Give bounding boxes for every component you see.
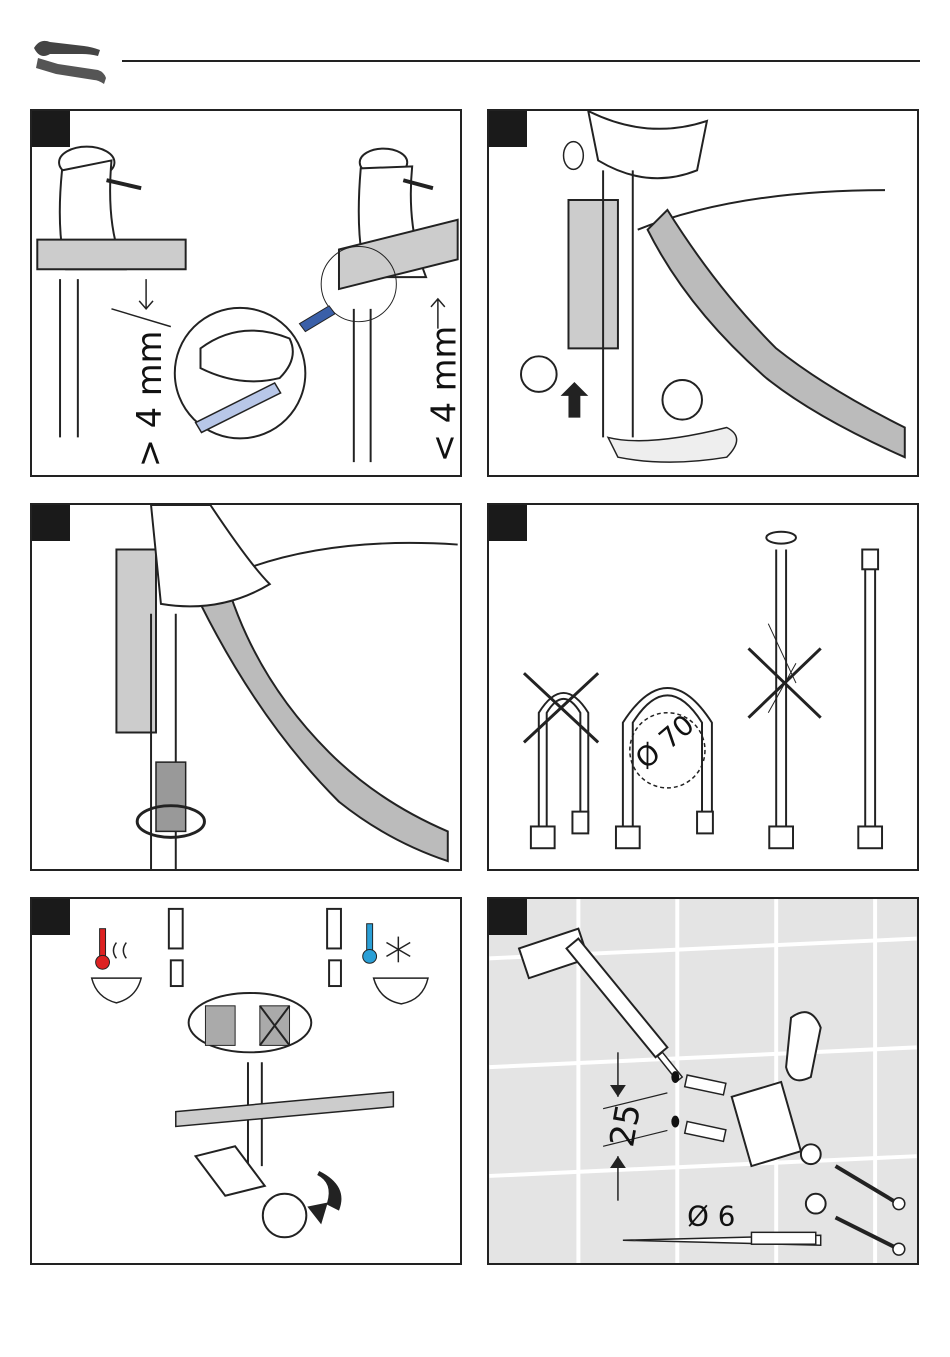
panel-step-5 (30, 897, 462, 1265)
panel-step-6: 25 Ø 6 (487, 897, 919, 1265)
bend-diameter-label: Ø 70 (629, 708, 701, 776)
drill-diameter-label: Ø 6 (687, 1199, 735, 1232)
panel-5-illustration (32, 899, 460, 1263)
panel-1-illustration: > 4 mm < 4 mm (32, 111, 460, 475)
panel-2-illustration (489, 111, 917, 475)
panel-step-4: Ø 70 (487, 503, 919, 871)
thermometer-hot-icon (96, 929, 110, 970)
panel-step-3 (30, 503, 462, 871)
left-dimension-label: > 4 mm (130, 331, 169, 467)
panel-step-2 (487, 109, 919, 477)
panel-6-illustration: 25 Ø 6 (489, 899, 917, 1263)
step-badge (489, 899, 527, 935)
panel-3-illustration (32, 505, 460, 869)
panel-step-1: > 4 mm < 4 mm (30, 109, 462, 477)
thermometer-cold-icon (363, 924, 377, 964)
wrench-screwdriver-icon (30, 30, 110, 90)
header-rule (122, 60, 920, 62)
panel-4-illustration: Ø 70 (489, 505, 917, 869)
right-dimension-label: < 4 mm (425, 326, 460, 462)
distance-label: 25 (602, 1101, 648, 1150)
snowflake-icon (386, 937, 410, 963)
